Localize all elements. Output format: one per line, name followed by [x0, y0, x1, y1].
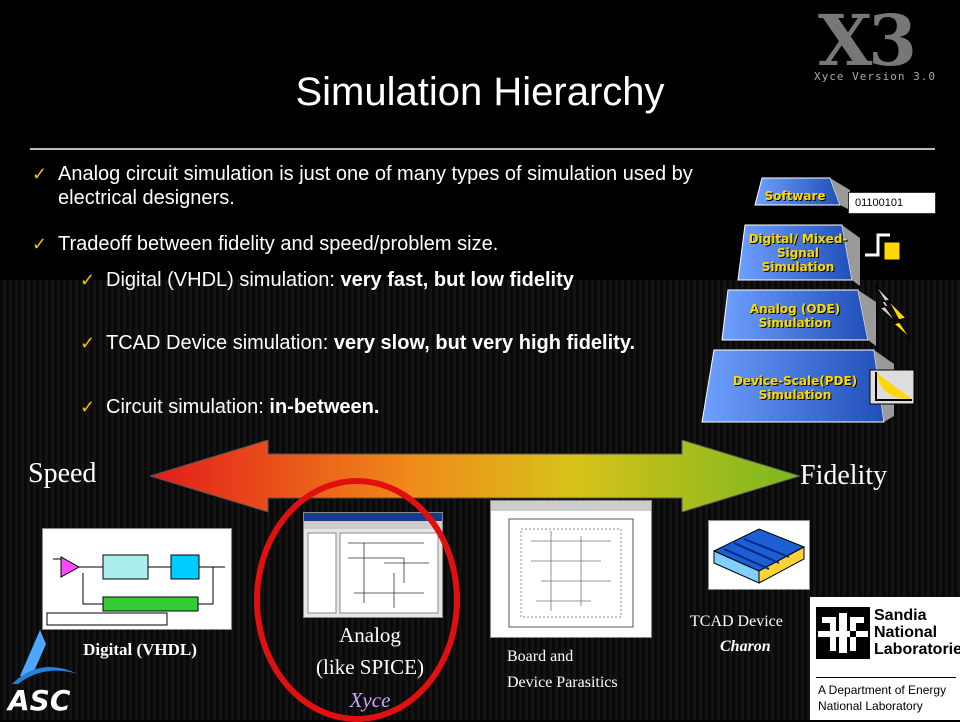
- asc-logo-text: ASC: [8, 684, 71, 717]
- pyramid-level-software: [754, 177, 850, 210]
- device-curve-icon: [869, 369, 915, 405]
- digital-waveform-icon: [865, 233, 901, 261]
- binary-box: 01100101: [848, 192, 936, 214]
- slide-title: Simulation Hierarchy: [295, 70, 665, 114]
- caption-like-spice: (like SPICE): [316, 655, 424, 679]
- caption-xyce: Xyce: [349, 688, 391, 712]
- bullet-text: Analog circuit simulation is just one of…: [58, 163, 693, 209]
- sandia-divider: [816, 677, 956, 678]
- sub-bullet-bold: very slow, but very high fidelity.: [333, 332, 636, 354]
- check-icon: ✓: [80, 333, 96, 353]
- check-icon: ✓: [80, 397, 96, 417]
- caption-charon: Charon: [720, 638, 771, 655]
- caption-tcad: TCAD Device: [690, 613, 783, 630]
- sub-bullet-circuit: ✓ Circuit simulation: in-between.: [80, 395, 676, 419]
- sandia-subtitle: National Laboratory: [818, 699, 923, 713]
- sub-bullet-digital: ✓ Digital (VHDL) simulation: very fast, …: [80, 268, 676, 292]
- simulation-pyramid: [701, 177, 915, 423]
- sandia-name: Sandia National Laboratories: [874, 607, 960, 658]
- caption-digital: Digital (VHDL): [83, 640, 197, 659]
- sandia-name-line: Sandia: [874, 607, 927, 624]
- speed-label: Speed: [28, 458, 97, 489]
- analog-bolt-icon: [874, 284, 911, 339]
- tcad-device-image: [708, 520, 810, 590]
- sub-bullet-plain: Digital (VHDL) simulation:: [106, 269, 341, 291]
- check-icon: ✓: [80, 270, 96, 290]
- check-icon: ✓: [32, 234, 48, 254]
- bullet-tradeoff: ✓ Tradeoff between fidelity and speed/pr…: [32, 232, 698, 256]
- sub-bullet-bold: very fast, but low fidelity: [340, 269, 574, 291]
- sandia-thunderbird-icon: [816, 607, 870, 659]
- caption-parasitics: Device Parasitics: [507, 674, 618, 691]
- bullet-text: Tradeoff between fidelity and speed/prob…: [58, 233, 499, 255]
- pyramid-label-analog: Analog (ODE) Simulation: [749, 302, 841, 330]
- sub-bullet-tcad: ✓ TCAD Device simulation: very slow, but…: [80, 331, 676, 355]
- bullet-analog: ✓ Analog circuit simulation is just one …: [32, 162, 698, 210]
- check-icon: ✓: [32, 164, 48, 184]
- asc-swoosh-icon: [12, 630, 78, 684]
- caption-analog: Analog: [339, 623, 401, 647]
- pyramid-label-software: Software: [764, 189, 826, 203]
- sub-bullet-bold: in-between.: [269, 396, 380, 418]
- pyramid-label-digital: Digital/ Mixed-Signal Simulation: [748, 232, 848, 274]
- sub-bullet-plain: TCAD Device simulation:: [106, 332, 334, 354]
- pyramid-label-device: Device-Scale(PDE) Simulation: [732, 374, 858, 402]
- x3-version: Xyce Version 3.0: [814, 70, 936, 83]
- speed-fidelity-arrow: [150, 440, 800, 513]
- pyramid-level-analog: [721, 289, 876, 346]
- sandia-subtitle: A Department of Energy: [818, 683, 947, 697]
- board-layout-image: [490, 500, 652, 638]
- title-divider: [30, 148, 935, 150]
- sandia-logo-box: Sandia National Laboratories A Departmen…: [810, 597, 960, 720]
- digital-vhdl-diagram: [42, 528, 232, 630]
- caption-board: Board and: [507, 648, 574, 665]
- sub-bullet-plain: Circuit simulation:: [106, 396, 270, 418]
- xyce-highlight-ring: [254, 478, 460, 722]
- sandia-name-line: National: [874, 624, 938, 641]
- fidelity-label: Fidelity: [800, 460, 888, 491]
- sandia-name-line: Laboratories: [874, 641, 960, 658]
- x3-logo: X3: [818, 0, 917, 82]
- pyramid-level-digital: [737, 224, 860, 286]
